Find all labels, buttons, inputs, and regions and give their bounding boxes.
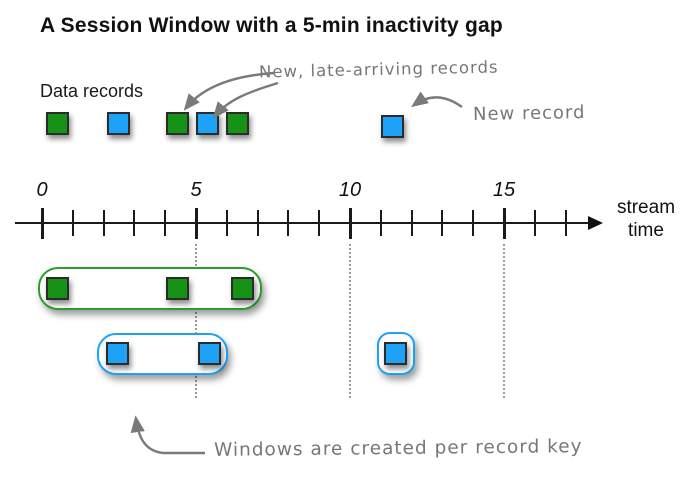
data-record-green xyxy=(226,112,249,135)
tick-label-10: 10 xyxy=(338,179,362,201)
tick-3 xyxy=(133,210,136,236)
tick-11 xyxy=(379,210,382,236)
stream-time-axis-label: stream time xyxy=(606,196,686,242)
new-record-annotation: New record xyxy=(472,102,586,125)
data-record-blue xyxy=(381,115,404,138)
tick-0 xyxy=(40,208,44,239)
windows-note-arrow-icon xyxy=(130,415,205,455)
gridline-dotted-15 xyxy=(503,244,505,398)
new-record-arrow-icon xyxy=(411,91,463,108)
tick-7 xyxy=(256,210,259,236)
data-record-blue xyxy=(107,112,130,135)
tick-1 xyxy=(71,210,74,236)
data-record-green xyxy=(46,112,69,135)
tick-17 xyxy=(564,210,567,236)
page-title: A Session Window with a 5-min inactivity… xyxy=(40,14,503,37)
tick-14 xyxy=(472,210,475,236)
tick-5 xyxy=(194,208,198,239)
windowed-record-green xyxy=(46,277,69,300)
timeline-axis xyxy=(15,222,590,224)
tick-label-0: 0 xyxy=(36,179,48,201)
tick-9 xyxy=(318,210,321,236)
tick-13 xyxy=(441,210,444,236)
session-window-green xyxy=(38,267,262,310)
data-records-label: Data records xyxy=(40,81,144,101)
windows-note-annotation: Windows are created per record key xyxy=(213,436,583,461)
tick-8 xyxy=(287,210,290,236)
windowed-record-blue xyxy=(384,342,407,365)
windowed-record-green xyxy=(166,277,189,300)
stream-time-line1: stream xyxy=(616,197,676,218)
gridline-dotted-5 xyxy=(195,244,197,398)
tick-2 xyxy=(102,210,105,236)
tick-label-5: 5 xyxy=(190,179,202,201)
tick-10 xyxy=(348,208,352,239)
windowed-record-blue xyxy=(198,342,221,365)
gridline-dotted-10 xyxy=(349,244,351,398)
data-record-green xyxy=(166,112,189,135)
tick-15 xyxy=(502,208,506,239)
tick-16 xyxy=(533,210,536,236)
tick-label-15: 15 xyxy=(492,179,516,201)
tick-6 xyxy=(225,210,228,236)
tick-12 xyxy=(410,210,413,236)
data-record-blue xyxy=(196,112,219,135)
windowed-record-green xyxy=(231,277,254,300)
stream-time-line2: time xyxy=(628,220,664,241)
late-records-annotation: New, late-arriving records xyxy=(258,57,499,82)
tick-4 xyxy=(164,210,167,236)
windowed-record-blue xyxy=(106,342,129,365)
timeline-arrowhead-icon xyxy=(588,216,603,230)
